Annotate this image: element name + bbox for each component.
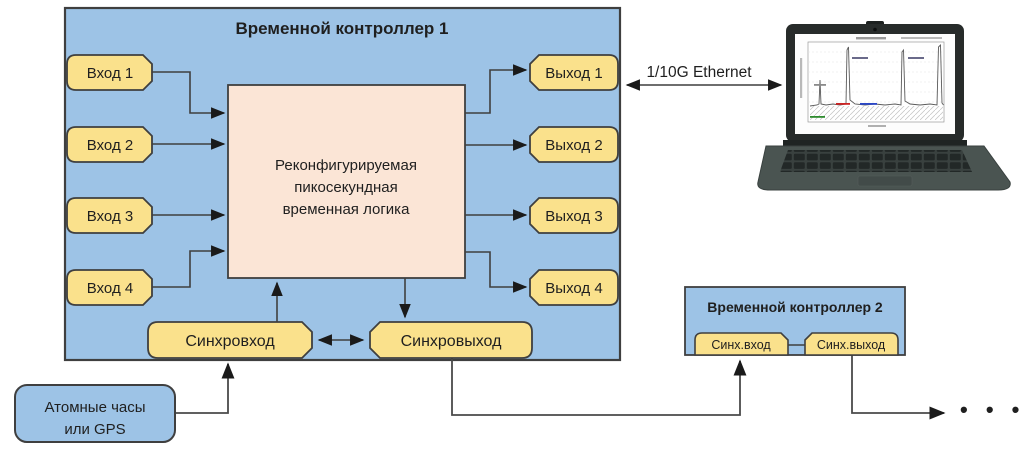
core-logic-line1: Реконфигурируемая [275,157,417,174]
controller2-syncout-block [804,332,899,356]
syncin-label: Синхровход [185,333,275,350]
connector-output4 [465,251,528,293]
output2-block [529,126,619,163]
output1-block [529,54,619,91]
connector-input1 [152,71,226,119]
laptop-touchpad [857,175,913,187]
controller2-syncout-label: Синх.выход [817,338,886,352]
laptop-image [757,21,1011,191]
output2-label: Выход 2 [545,137,602,154]
output4-label: Выход 4 [545,280,602,297]
output3-block [529,197,619,234]
input2-label: Вход 2 [87,137,133,154]
input3-block [66,197,153,234]
ethernet-label: 1/10G Ethernet [646,64,752,81]
screen-plot [800,37,945,127]
syncin-block [147,321,313,359]
core-logic-line2: пикосекундная [294,179,397,196]
connector-controller2-to-next [851,355,946,420]
input2-block [66,126,153,163]
connector-syncout-to-controller2 [451,358,747,416]
syncout-label: Синхровыход [401,333,502,350]
webcam-icon [873,27,877,32]
input3-label: Вход 3 [87,208,133,225]
syncout-block [369,321,533,359]
input4-block [66,269,153,306]
connector-input4 [152,245,226,288]
output1-label: Выход 1 [545,65,602,82]
controller1-title: Временной контроллер 1 [235,19,448,38]
input1-label: Вход 1 [87,65,133,82]
controller2-syncin-block [694,332,789,356]
input1-block [66,54,153,91]
controller2-syncin-label: Синх.вход [711,338,771,352]
output3-label: Выход 3 [545,208,602,225]
clock-source-line2: или GPS [64,421,125,438]
core-logic-block [227,84,466,279]
connector-output1 [465,64,528,114]
output4-block [529,269,619,306]
clock-source-block [14,384,176,443]
ellipsis-dots: • • • [960,397,1025,422]
clock-source-line1: Атомные часы [44,399,145,416]
core-logic-line3: временная логика [283,201,411,218]
input4-label: Вход 4 [87,280,133,297]
laptop-hinge [783,140,967,146]
connector-clock-to-syncin [175,362,235,414]
controller2-title: Временной контроллер 2 [707,299,883,315]
